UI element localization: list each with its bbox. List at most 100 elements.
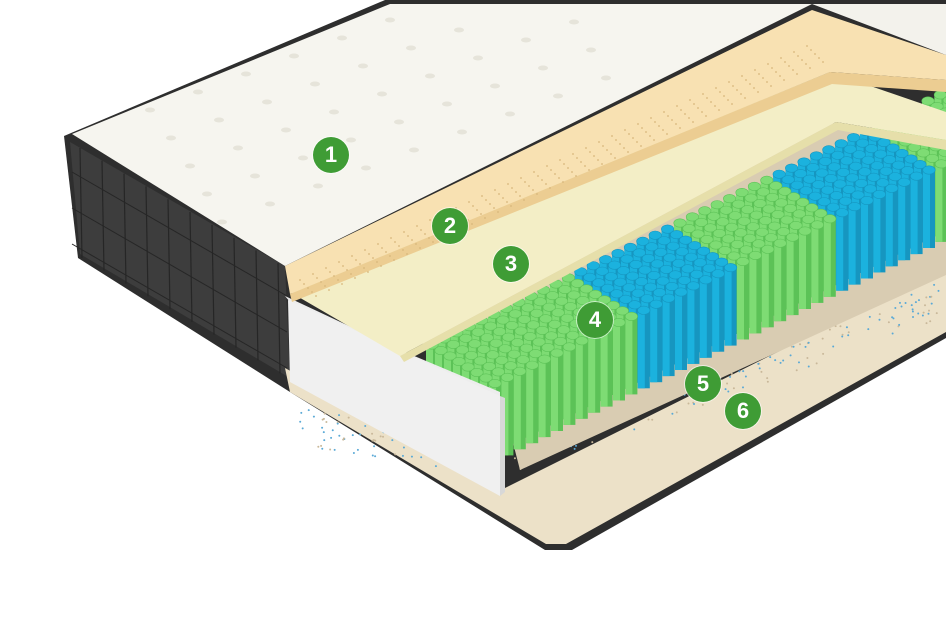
spring-body-highlight [873,194,880,272]
perforation [481,195,483,197]
perforation [316,277,318,279]
tuft [406,46,416,51]
perforation [675,123,677,125]
speckle [348,417,350,419]
speckle [846,326,848,328]
perforation [758,73,760,75]
tuft [185,164,195,169]
speckle [738,370,740,372]
spring-top [799,227,811,235]
speckle [321,448,323,450]
spring-top [861,196,873,204]
perforation [693,103,695,105]
spring-body-highlight [737,262,744,340]
perforation [541,179,543,181]
speckle [931,303,933,305]
foam-border-edge [500,396,505,496]
spring-body-highlight [526,365,533,443]
perforation [797,55,799,57]
speckle [790,354,792,356]
perforation [585,147,587,149]
perforation [498,193,500,195]
perforation [471,223,473,225]
perforation [532,189,534,191]
perforation [822,61,824,63]
perforation [493,207,495,209]
spring-body-highlight [799,231,806,309]
perforation [376,261,378,263]
perforation [393,259,395,261]
spring-body-highlight [787,237,794,315]
speckle [322,419,324,421]
spring-body-highlight [576,341,583,419]
perforation [398,245,400,247]
perforation [623,147,625,149]
perforation [767,63,769,65]
perforation [624,129,626,131]
perforation [519,195,521,197]
spring-body-highlight [836,213,843,291]
perforation [666,133,668,135]
tuft [569,20,579,25]
perforation [636,141,638,143]
perforation [312,273,314,275]
speckle [435,465,437,467]
perforation [429,219,431,221]
speckle [325,421,327,423]
perforation [584,165,586,167]
perforation [567,167,569,169]
perforation [528,185,530,187]
speckle [937,290,939,292]
tuft [233,146,243,151]
perforation [679,127,681,129]
perforation [680,109,682,111]
spring-top [538,355,550,363]
perforation [502,197,504,199]
perforation [511,187,513,189]
spring-body-highlight [539,359,546,437]
layer-badge-1: 1 [313,137,349,173]
perforation [546,165,548,167]
perforation [559,159,561,161]
speckle [338,414,340,416]
perforation [576,157,578,159]
perforation [806,45,808,47]
speckle [936,312,938,314]
speckle [302,427,304,429]
spring-body-highlight [638,310,645,388]
perforation [731,103,733,105]
tuft [521,38,531,43]
perforation [507,183,509,185]
perforation [701,111,703,113]
speckle [374,455,376,457]
perforation [346,269,348,271]
perforation [533,171,535,173]
speckle [591,441,593,443]
spring-top [576,337,588,345]
tuft [250,174,260,179]
perforation [614,157,616,159]
perforation [715,87,717,89]
spring-top [687,282,699,290]
speckle [420,456,422,458]
tuft [265,202,275,207]
perforation [775,71,777,73]
speckle [924,304,926,306]
speckle [910,294,912,296]
perforation [303,283,305,285]
perforation [637,123,639,125]
speckle [796,369,798,371]
perforation [329,271,331,273]
tuft [454,28,464,33]
spring-body-highlight [898,182,905,260]
perforation [415,243,417,245]
speckle [729,376,731,378]
speckle [352,434,354,436]
speckle [782,359,784,361]
speckle [808,366,810,368]
spring-body-highlight [675,292,682,370]
tuft [241,72,251,77]
speckle [848,331,850,333]
perforation [702,93,704,95]
tuft [457,130,467,135]
